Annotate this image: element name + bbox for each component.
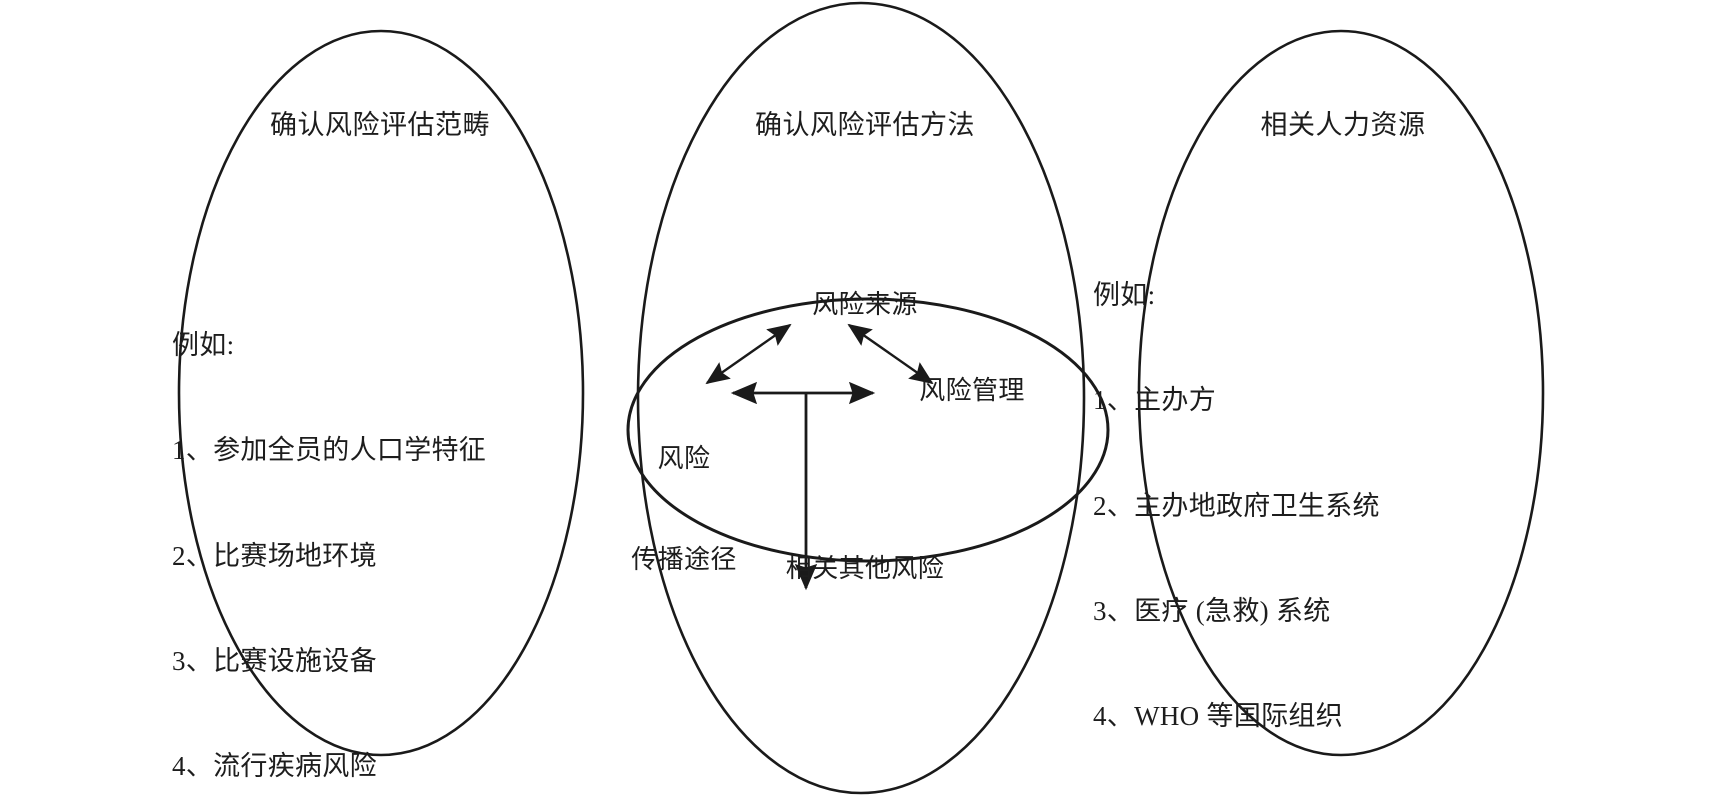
ellipse-left-body: 例如: 1、参加全员的人口学特征 2、比赛场地环境 3、比赛设施设备 4、流行疾… (172, 258, 552, 800)
ellipse-center-title: 确认风险评估方法 (755, 110, 975, 140)
ellipse-right-body: 例如: 1、主办方 2、主办地政府卫生系统 3、医疗 (急救) 系统 4、WHO… (1093, 208, 1513, 800)
arrow-source-path (705, 323, 792, 385)
list-item: 2、主办地政府卫生系统 (1093, 490, 1380, 521)
arrow-source-management (847, 323, 934, 385)
ellipse-inner-methods (626, 297, 1110, 563)
list-item: 例如: (172, 330, 235, 361)
list-item: 3、医疗 (急救) 系统 (1093, 596, 1331, 627)
node-other-related-risks: 相关其他风险 (785, 554, 945, 583)
node-risk-transmission-path: 风险 传播途径 (574, 374, 794, 644)
ellipse-right-title: 相关人力资源 (1260, 110, 1426, 140)
ellipse-left (177, 29, 585, 757)
list-item: 2、比赛场地环境 (172, 540, 377, 571)
ellipse-right (1137, 29, 1545, 757)
node-risk-transmission-path-line2: 传播途径 (631, 544, 737, 574)
node-risk-management: 风险管理 (919, 376, 1025, 405)
node-risk-source: 风险来源 (812, 290, 918, 319)
list-item: 4、流行疾病风险 (172, 751, 377, 782)
list-item: 1、参加全员的人口学特征 (172, 435, 487, 466)
node-risk-transmission-path-line1: 风险 (657, 443, 711, 473)
ellipse-left-title: 确认风险评估范畴 (270, 110, 490, 140)
list-item: 4、WHO 等国际组织 (1093, 701, 1344, 732)
list-item: 1、主办方 (1093, 385, 1216, 416)
list-item: 例如: (1093, 280, 1156, 311)
list-item: 3、比赛设施设备 (172, 646, 377, 677)
ellipse-center (636, 1, 1086, 795)
